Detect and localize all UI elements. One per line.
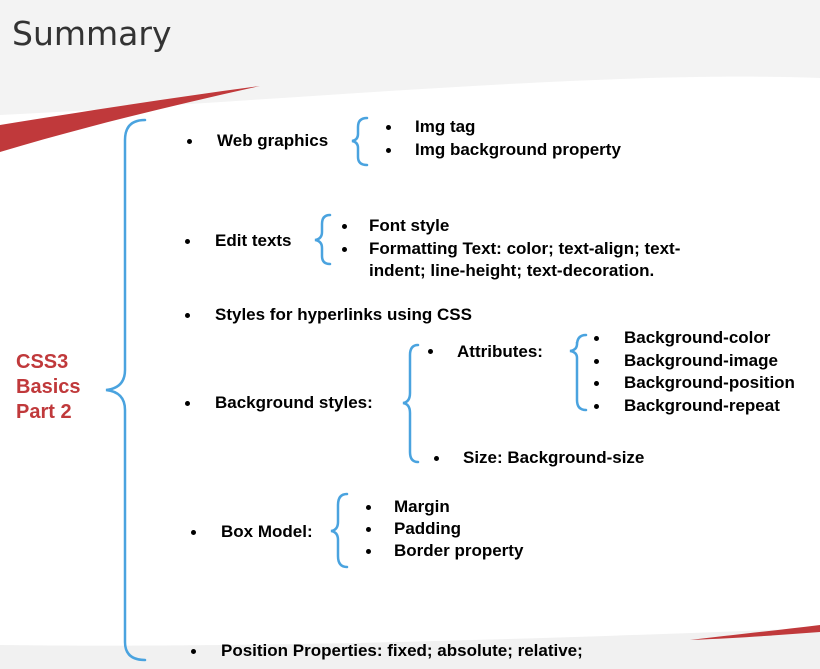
attributes-brace <box>569 333 588 412</box>
bullet <box>342 247 347 252</box>
img-tag-item: Img tag <box>415 117 476 136</box>
bullet <box>594 404 599 409</box>
bullet <box>386 148 391 153</box>
bullet <box>434 456 439 461</box>
edit-texts-label: Edit texts <box>215 231 292 250</box>
red-swoosh-bottom <box>690 625 820 640</box>
box-model-brace <box>330 492 349 569</box>
background-brace <box>402 343 420 464</box>
box-model-label: Box Model: <box>221 522 313 541</box>
formatting-text-line-2: indent; line-height; text-decoration. <box>369 261 655 280</box>
page-title: Summary <box>12 14 172 53</box>
img-background-item: Img background property <box>415 140 621 159</box>
bottom-gray-band <box>0 628 820 669</box>
main-brace <box>105 118 147 662</box>
web-graphics-label: Web graphics <box>217 131 329 150</box>
bullet <box>428 349 433 354</box>
bullet <box>366 549 371 554</box>
position-properties-label: Position Properties: fixed; absolute; re… <box>221 641 583 660</box>
background-styles-label: Background styles: <box>215 393 373 412</box>
hyperlinks-label: Styles for hyperlinks using CSS <box>215 305 472 324</box>
background-repeat-item: Background-repeat <box>624 396 780 415</box>
formatting-text-line-1: Formatting Text: color; text-align; text… <box>369 239 681 258</box>
font-style-item: Font style <box>369 216 450 235</box>
bullet <box>386 125 391 130</box>
bullet <box>594 381 599 386</box>
bullet <box>185 401 190 406</box>
main-topic-label: CSS3 Basics Part 2 <box>16 350 106 425</box>
bullet <box>366 505 371 510</box>
bullet <box>191 530 196 535</box>
bullet <box>185 313 190 318</box>
bullet <box>594 359 599 364</box>
edit-texts-brace <box>314 213 332 266</box>
bullet <box>191 649 196 654</box>
attributes-label: Attributes: <box>457 342 543 361</box>
red-swoosh-top <box>0 86 260 152</box>
top-gray-band <box>0 0 820 115</box>
background-size-item: Size: Background-size <box>463 448 645 467</box>
bullet <box>342 224 347 229</box>
background-position-item: Background-position <box>624 373 795 392</box>
bullet <box>366 527 371 532</box>
main-topic-line-2: Basics <box>16 376 81 398</box>
main-topic-line-3: Part 2 <box>16 401 72 423</box>
margin-item: Margin <box>394 497 450 516</box>
background-color-item: Background-color <box>624 328 771 347</box>
border-property-item: Border property <box>394 541 524 560</box>
web-graphics-brace <box>351 116 369 167</box>
bullet <box>187 139 192 144</box>
padding-item: Padding <box>394 519 462 538</box>
main-topic-line-1: CSS3 <box>16 351 69 373</box>
background-image-item: Background-image <box>624 351 778 370</box>
bullet <box>185 239 190 244</box>
bullet <box>594 336 599 341</box>
